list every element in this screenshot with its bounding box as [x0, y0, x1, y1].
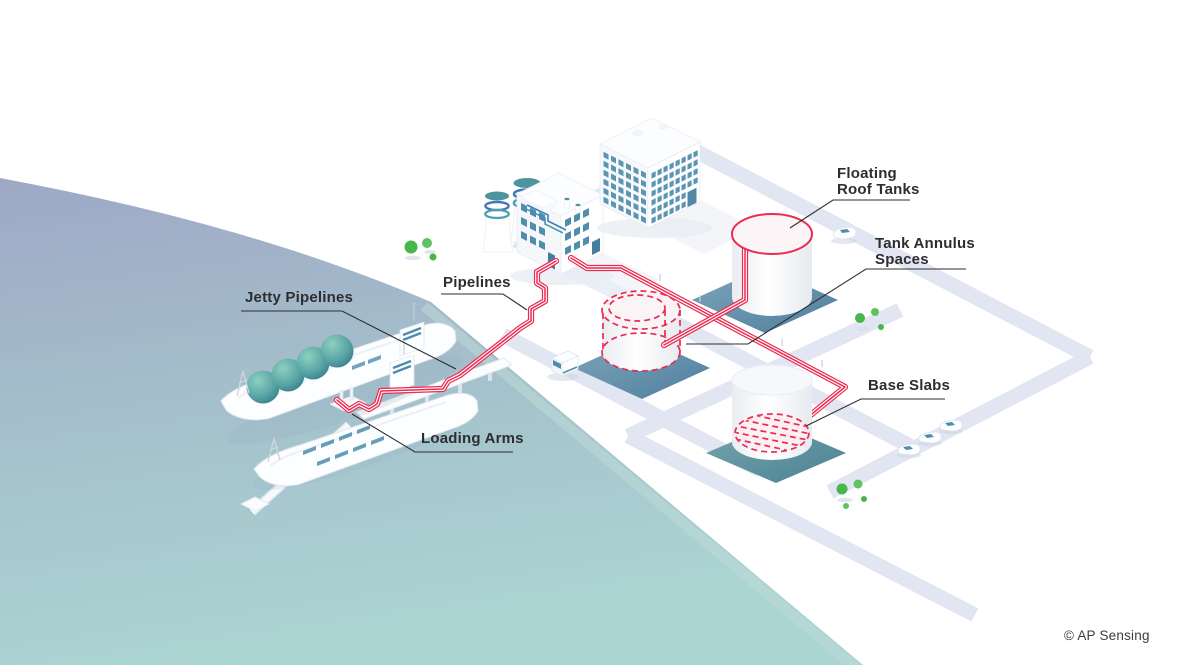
label-line: Pipelines — [443, 274, 511, 291]
label-base-slabs: Base Slabs — [868, 378, 950, 394]
label-line: Loading Arms — [421, 430, 524, 447]
parked-car — [917, 431, 943, 447]
base-slab-glow — [736, 415, 808, 449]
factory-windows-right — [565, 208, 600, 256]
walkway-end-platform — [240, 496, 270, 512]
base-slabs-leader-line — [805, 398, 945, 427]
jetty-pillar — [458, 384, 462, 394]
van — [547, 350, 579, 381]
jetty-pillar — [390, 408, 394, 418]
factory-windows-left — [521, 202, 555, 270]
label-loading-arms: Loading Arms — [421, 431, 524, 447]
van-roof — [551, 350, 579, 364]
label-pipelines: Pipelines — [443, 275, 511, 291]
base-tank-top — [731, 364, 813, 396]
lng-bridge-tower — [399, 302, 425, 357]
tanker-deck-line — [269, 401, 447, 467]
label-line: Floating — [837, 165, 897, 182]
copyright-credit: © AP Sensing — [1064, 628, 1150, 643]
label-tank-annulus-spaces: Tank Annulus Spaces — [875, 236, 975, 268]
tree-cluster — [836, 479, 867, 509]
car-body — [832, 226, 857, 240]
car — [831, 226, 857, 244]
van-shadow — [547, 373, 579, 381]
mast-light — [412, 302, 416, 306]
lng-cargo-dome — [271, 358, 305, 392]
pipelines-leader-line — [441, 293, 528, 311]
bridge-windows — [402, 326, 422, 342]
tower-top — [485, 191, 509, 201]
factory-door — [592, 238, 600, 256]
tanker-bridge-tower — [389, 340, 415, 394]
office-shadow — [597, 218, 713, 238]
car-shadow — [831, 238, 857, 244]
base-slab-tank — [731, 364, 813, 460]
tower-stripe — [484, 208, 510, 220]
annulus-tank — [601, 290, 681, 372]
road — [624, 429, 979, 622]
van-stripe — [562, 366, 578, 374]
road — [499, 328, 764, 477]
office-windows-left — [603, 151, 646, 224]
loading-arms-leader-line — [351, 413, 513, 453]
label-line: Tank Annulus — [875, 235, 975, 252]
tanker-hull — [253, 392, 479, 487]
car-glass — [840, 229, 850, 233]
ships — [220, 302, 479, 491]
tank-annulus-spaces-leader-line — [686, 268, 966, 345]
label-line: Spaces — [875, 251, 929, 268]
trees — [404, 238, 884, 509]
lng-cargo-dome — [320, 334, 354, 368]
floating-tank-body — [732, 234, 812, 316]
road — [686, 141, 1094, 364]
label-jetty-pipelines: Jetty Pipelines — [245, 290, 353, 306]
loading-arms-structure — [328, 386, 368, 412]
office-windows-right — [651, 150, 698, 224]
tree-cluster — [855, 308, 884, 331]
bow-mast — [267, 436, 281, 463]
jetty-pillar — [425, 396, 429, 406]
floating-roof-outline — [731, 213, 813, 255]
lng-carrier-ship — [220, 302, 457, 421]
bow-mast — [236, 370, 250, 397]
chimney-top — [564, 197, 570, 201]
office-door — [687, 187, 697, 208]
roof-vent — [632, 130, 644, 136]
bridge-windows — [392, 359, 412, 375]
roof-pipe — [526, 204, 567, 231]
label-floating-roof-tanks: Floating Roof Tanks — [837, 166, 920, 198]
jetty-pillar — [488, 372, 492, 381]
label-line: Roof Tanks — [837, 181, 920, 198]
factory-roof-structures — [520, 189, 581, 234]
van-windshield — [553, 360, 561, 369]
loading-platform — [328, 395, 368, 412]
loading-arm-post — [349, 386, 354, 401]
tree-cluster — [404, 238, 437, 262]
tanker-ship — [253, 340, 479, 487]
cooling-tower — [482, 191, 514, 253]
floating-roof-tanks-leader-line — [789, 199, 910, 229]
floating-roof-tank — [732, 234, 812, 316]
jetty-pipelines-leader-line — [241, 310, 457, 370]
roof-vent — [658, 124, 668, 130]
factory-building — [510, 172, 614, 285]
chimney — [564, 198, 570, 209]
parked-car — [938, 419, 964, 435]
annotation-leaders — [241, 199, 966, 453]
base-slab-hatched-outline — [734, 413, 810, 453]
label-line: Jetty Pipelines — [245, 289, 354, 306]
chimney-top — [575, 203, 581, 207]
label-line: Base Slabs — [868, 377, 951, 394]
pipe-supports — [659, 274, 823, 367]
lng-cargo-dome — [246, 370, 280, 404]
office-building — [597, 117, 713, 238]
annulus-tank-body — [602, 310, 680, 371]
